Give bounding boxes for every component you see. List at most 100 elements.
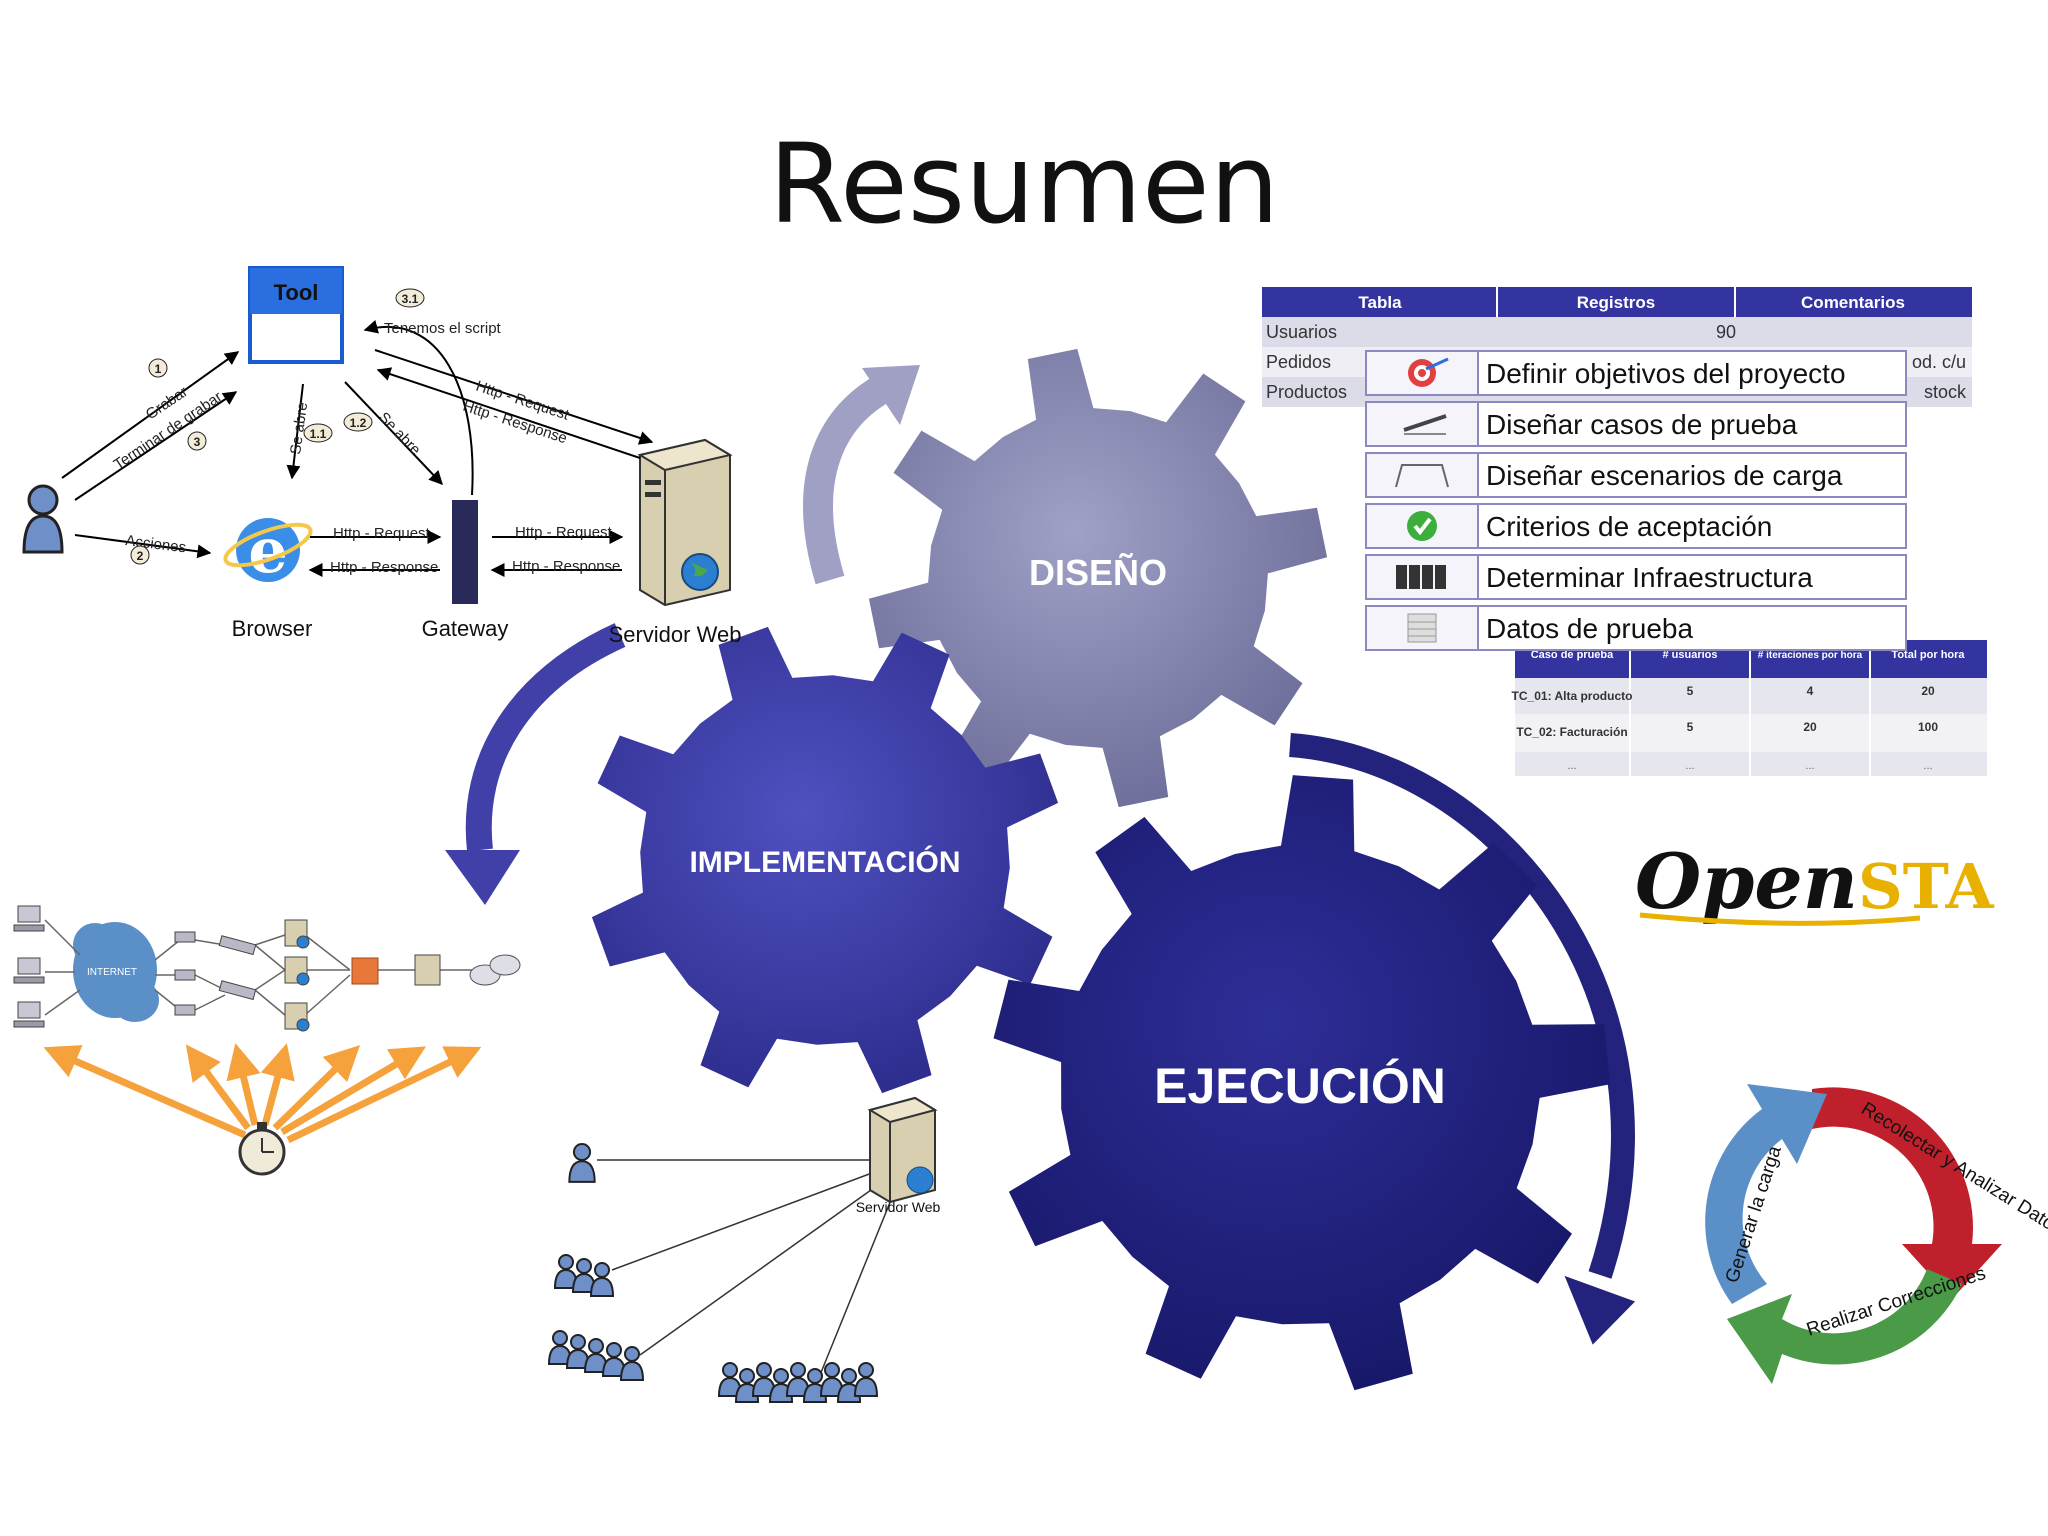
task-label: Diseñar escenarios de carga xyxy=(1486,460,1843,491)
cases-cell: ... xyxy=(1805,760,1814,772)
task-label: Definir objetivos del proyecto xyxy=(1486,358,1846,389)
step-1-2: 1.2 xyxy=(350,416,367,430)
ramp-icon xyxy=(1395,464,1449,488)
cases-table: Caso de prueba # usuarios # iteraciones … xyxy=(1512,640,1987,776)
server-label: Servidor Web xyxy=(609,622,742,647)
se-abre-label-2: Se abre xyxy=(375,409,424,459)
pen-icon xyxy=(1403,414,1447,435)
user-groups xyxy=(547,1142,879,1403)
cases-cell: 20 xyxy=(1803,720,1817,734)
gear-label-diseno: DISEÑO xyxy=(1029,551,1167,593)
step-1: 1 xyxy=(155,362,162,376)
record-diagram: Tool e Browser Gateway xyxy=(22,266,742,647)
gateway-label: Gateway xyxy=(422,616,509,641)
improvement-cycle: Recolectar y Analizar Datos Realizar Cor… xyxy=(1705,1084,2048,1384)
slide-title: Resumen xyxy=(768,120,1280,248)
user-icon xyxy=(601,1342,627,1377)
step-3: 3 xyxy=(194,435,201,449)
http-response-gateway-label: Http - Response xyxy=(512,558,620,575)
gear-implementacion xyxy=(591,626,1059,1094)
tenemos-label: Tenemos el script xyxy=(384,320,502,337)
user-icon xyxy=(22,484,64,554)
user-icon xyxy=(785,1362,811,1397)
stopwatch-icon xyxy=(238,1122,286,1176)
task-item: Diseñar escenarios de carga xyxy=(1365,452,1907,498)
tool-window: Tool xyxy=(248,266,344,364)
logo-sta: STA xyxy=(1858,850,1995,923)
internet-label: INTERNET xyxy=(87,967,137,978)
task-label: Criterios de aceptación xyxy=(1486,511,1772,542)
cases-cell: 20 xyxy=(1921,684,1935,698)
cycle-green-arrow xyxy=(1727,1269,1962,1384)
server-icon xyxy=(637,438,733,607)
step-3-1: 3.1 xyxy=(402,292,419,306)
user-icon xyxy=(568,1142,596,1183)
task-item: Determinar Infraestructura xyxy=(1365,554,1907,600)
cases-cell: ... xyxy=(1923,760,1932,772)
user-icon xyxy=(819,1362,845,1397)
user-icon xyxy=(619,1346,645,1381)
arrow-to-implementacion-head xyxy=(445,850,520,905)
gear-ejecucion xyxy=(993,775,1610,1391)
table-header-comentarios: Comentarios xyxy=(1801,293,1905,312)
cases-header: Caso de prueba xyxy=(1531,649,1614,661)
load-arrows xyxy=(43,1043,482,1144)
web-server-icon xyxy=(867,1096,938,1204)
user-icon xyxy=(571,1258,597,1293)
http-response-browser-label: Http - Response xyxy=(330,559,438,576)
cases-header: # usuarios xyxy=(1662,649,1717,661)
load-diagram: Servidor Web xyxy=(547,1096,940,1403)
user-icon xyxy=(565,1334,591,1369)
storage-icon xyxy=(469,954,521,986)
checkmark-icon xyxy=(1407,511,1437,541)
table-header-tabla: Tabla xyxy=(1358,293,1402,312)
task-item: Criterios de aceptación xyxy=(1365,503,1907,549)
cycle-arrows xyxy=(445,365,1636,1345)
user-icon xyxy=(547,1330,573,1365)
task-label: Datos de prueba xyxy=(1486,613,1693,644)
client-computers xyxy=(13,905,45,1028)
http-request-browser-label: Http - Request xyxy=(333,525,431,542)
table-cell: Productos xyxy=(1266,382,1347,402)
cases-cell: 5 xyxy=(1687,684,1694,698)
database-server-icon xyxy=(414,954,441,986)
cycle-blue-arrow xyxy=(1705,1084,1827,1304)
task-item: Diseñar casos de prueba xyxy=(1365,401,1907,447)
target-icon xyxy=(1408,357,1449,387)
gears xyxy=(591,348,1610,1391)
user-icon xyxy=(836,1368,862,1403)
opensta-logo: Open STA xyxy=(1635,837,1995,926)
arrow-to-ejecucion xyxy=(1289,733,1635,1279)
gateway-icon xyxy=(452,500,478,604)
task-item: Datos de prueba xyxy=(1365,605,1907,651)
cases-cell: TC_02: Facturación xyxy=(1516,725,1627,739)
task-item: Definir objetivos del proyecto xyxy=(1365,350,1907,396)
table-cell: Pedidos xyxy=(1266,352,1331,372)
cases-cell: 4 xyxy=(1807,684,1814,698)
cases-cell: ... xyxy=(1685,760,1694,772)
table-cell: od. c/u xyxy=(1912,352,1966,372)
step-badges: 1 2 3 1.1 1.2 3.1 xyxy=(130,288,425,565)
task-label: Determinar Infraestructura xyxy=(1486,562,1813,593)
gear-label-implementacion: IMPLEMENTACIÓN xyxy=(689,845,960,879)
step-1-1: 1.1 xyxy=(310,427,327,441)
database-icon xyxy=(1407,613,1437,643)
logo-open: Open xyxy=(1635,837,1858,926)
arrow-to-ejecucion-head xyxy=(1564,1275,1636,1345)
arrow-to-diseno xyxy=(803,377,889,585)
firewall-icon xyxy=(351,957,379,985)
table-header-registros: Registros xyxy=(1577,293,1655,312)
table-cell: Usuarios xyxy=(1266,322,1337,342)
cases-cell: 100 xyxy=(1918,720,1938,734)
user-icon xyxy=(802,1368,828,1403)
cases-cell: TC_01: Alta producto xyxy=(1512,689,1633,703)
http-request-gateway-label: Http - Request xyxy=(515,524,613,541)
user-icon xyxy=(589,1262,615,1297)
cases-header: # iteraciones por hora xyxy=(1758,650,1863,661)
browser-icon: e xyxy=(223,514,313,587)
server-rack-icon xyxy=(1396,565,1446,589)
step-2: 2 xyxy=(137,549,144,563)
